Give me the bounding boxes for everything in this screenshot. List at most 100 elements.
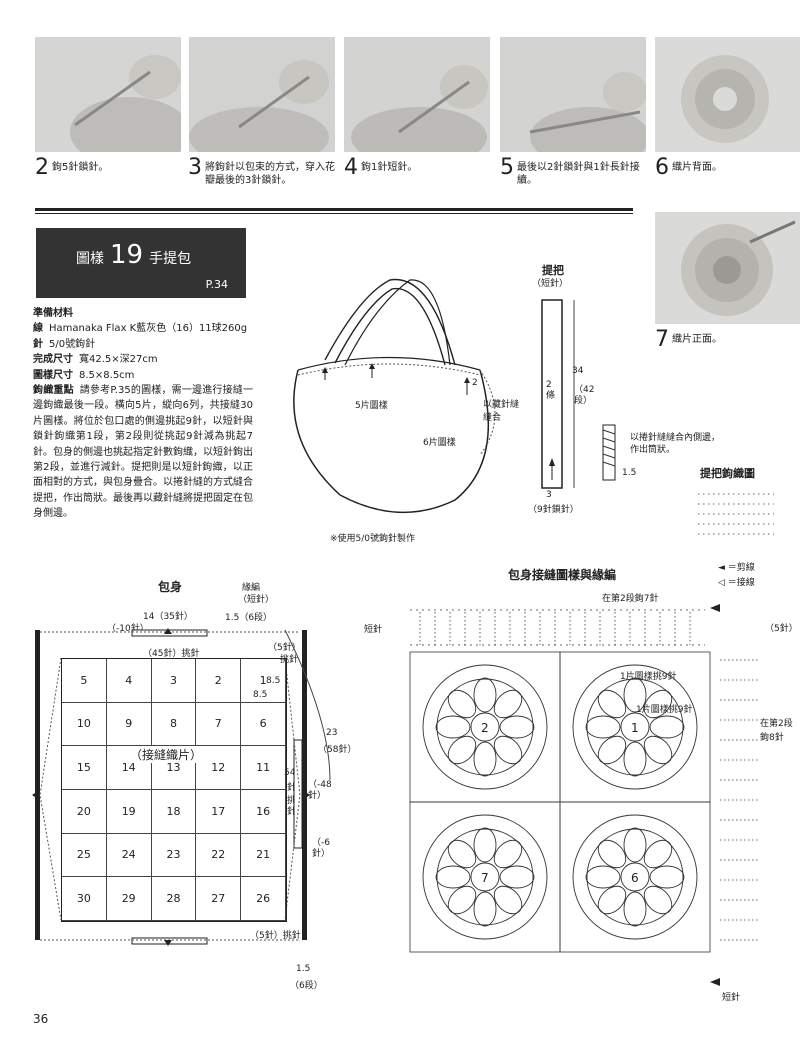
- handle-chart: [698, 493, 774, 535]
- motif-cell: 22: [196, 833, 242, 878]
- dim-right-54b: 針: [287, 783, 297, 793]
- divider-rule-thin: [35, 213, 633, 214]
- motif-cell: 27: [196, 877, 242, 921]
- motif-cell: 28: [151, 877, 197, 921]
- label-hidden-stitch: 以藏針縫縫合: [483, 400, 520, 423]
- handle-len-cm: 34: [572, 366, 584, 376]
- dim-85b: 8.5: [253, 690, 268, 700]
- roll-note: 以捲針縫縫合內側邊，作出筒狀。: [630, 433, 721, 455]
- dim-top-45: （45針）挑針: [143, 649, 200, 659]
- motif-cell: 25: [62, 833, 107, 878]
- edge-unit: （短針）: [238, 595, 275, 605]
- motif-cell: 6: [241, 702, 286, 747]
- joining-diagram: [409, 604, 760, 986]
- motif-cell: 23: [151, 833, 197, 878]
- motif-cell: 5: [62, 659, 107, 703]
- dim-top-minus10: （-10針）: [107, 624, 149, 634]
- dim-right-54: 54: [284, 768, 296, 778]
- pick9-b: 1片圖樣挑9針: [636, 702, 693, 715]
- handle-unit: （短針）: [532, 279, 569, 289]
- dim-right-23: 23: [326, 728, 338, 738]
- dim-side-pick: 挑針: [280, 655, 299, 665]
- dim-right-48: （-48針）: [308, 780, 332, 801]
- hook-note: ※使用5/0號鉤針製作: [330, 534, 416, 544]
- step-photo-2: [35, 37, 181, 152]
- handle-title: 提把: [542, 264, 564, 277]
- label-5-motifs: 5片圖樣: [355, 401, 388, 411]
- body-title: 包身: [158, 580, 183, 594]
- handle-len-rows: （42段）: [574, 385, 595, 406]
- legend-cut: ◄ ＝剪線: [718, 563, 755, 573]
- handle-width-cm: 3: [546, 490, 552, 500]
- step-photo-4: [344, 37, 490, 152]
- dim-side-5: （5針）: [268, 643, 301, 653]
- motif-cell: 18: [151, 790, 197, 834]
- handle-chart-title: 提把鉤織圖: [700, 467, 755, 480]
- motif-cell: 17: [196, 790, 242, 834]
- motif-cell: 2: [196, 659, 242, 703]
- edge-title: 緣編: [242, 583, 261, 593]
- step-photo-6: [655, 37, 800, 152]
- row2-7st: 在第2段鉤7針: [602, 594, 659, 604]
- motif-cell: 24: [106, 833, 152, 878]
- handle-strip: [541, 299, 575, 489]
- motif-cell: 1: [241, 659, 286, 703]
- dim-85a: 8.5: [266, 676, 281, 686]
- motif-cell: 19: [106, 790, 152, 834]
- right-8st: 鉤8針: [760, 733, 784, 743]
- joined-motifs-label: （接縫織片）: [130, 746, 203, 763]
- motif-grid: 5 4 3 2 1 10 9 8 7 6 15 14 13 12 11 20 1…: [61, 658, 287, 922]
- motif-cell: 13: [151, 746, 197, 790]
- motif-cell: 15: [62, 746, 107, 790]
- page-number: 36: [33, 1012, 49, 1026]
- dim-top-35: 14（35針）: [143, 612, 193, 622]
- motif-cell: 26: [241, 877, 286, 921]
- right-row2: 在第2段: [760, 719, 793, 729]
- pattern-page-ref: P.34: [205, 278, 228, 291]
- handle-rows: 2條: [546, 380, 556, 401]
- motif-cell: 16: [241, 790, 286, 834]
- motif-cell: 9: [106, 702, 152, 747]
- handle-width-st: （9針鎖針）: [528, 505, 579, 515]
- motif-number: 6: [631, 871, 639, 885]
- label-6-motifs: 6片圖樣: [423, 438, 456, 448]
- body-outline: [32, 628, 331, 946]
- dim-bot-15: 1.5: [296, 964, 311, 974]
- motif-cell: 21: [241, 833, 286, 878]
- motif-cell: 10: [62, 702, 107, 747]
- motif-number: 7: [481, 871, 489, 885]
- short-stitch-bottom: 短針: [722, 993, 741, 1003]
- motif-cell: 20: [62, 790, 107, 834]
- step-photo-7: [655, 212, 800, 324]
- roll-seam-sketch: [602, 424, 616, 481]
- motif-number: 2: [481, 721, 489, 735]
- motif-cell: 4: [106, 659, 152, 703]
- motif-cell: 11: [241, 746, 286, 790]
- dim-top-rows: 1.5（6段）: [225, 613, 273, 623]
- motif-number: 1: [631, 721, 639, 735]
- label-2: 2: [472, 378, 478, 388]
- dim-right-pick: 挑針: [287, 796, 297, 817]
- step-photo-5: [500, 37, 646, 152]
- step-photo-3: [189, 37, 335, 152]
- dim-bot-rows: （6段）: [290, 981, 323, 991]
- motif-cell: 29: [106, 877, 152, 921]
- legend-join: ◁ ＝接線: [718, 578, 755, 588]
- short-stitch-top: 短針: [364, 625, 383, 635]
- motif-cell: 12: [196, 746, 242, 790]
- right-5st: （5針）: [765, 624, 798, 634]
- motif-cell: 3: [151, 659, 197, 703]
- dim-bot-5: （5針）挑針: [250, 931, 301, 941]
- motif-cell: 14: [106, 746, 152, 790]
- divider-rule: [35, 208, 633, 211]
- diagram-title: 包身接縫圖樣與緣編: [508, 568, 617, 582]
- bag-illustration: [293, 278, 496, 514]
